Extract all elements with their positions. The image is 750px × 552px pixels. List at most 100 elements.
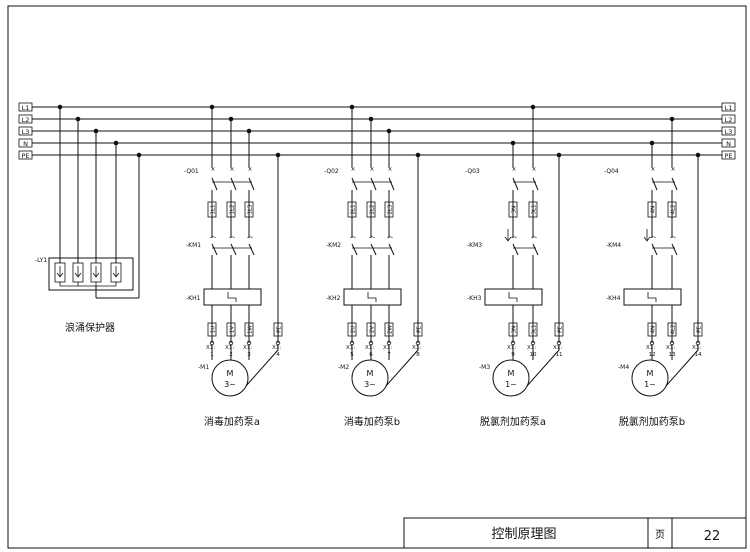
bus-label-right-l3: L3 [725, 128, 733, 136]
conductor-label-box [508, 201, 518, 218]
bus-label-box [18, 126, 33, 136]
motor-icon [492, 359, 530, 397]
title-block [403, 517, 747, 549]
circuit-b: ×2L1⌒2UX1:5×2L2⌒2VX1:6×2L3⌒2WX1:7PEX1:8-… [324, 104, 423, 428]
thermal-relay-box [343, 288, 402, 306]
terminal-number: 4 [276, 352, 280, 358]
breaker-tag: -Q01 [184, 168, 199, 175]
contactor-arc: ⌒ [350, 237, 356, 244]
terminal-point [669, 340, 675, 346]
terminal-prefix: X1: [527, 345, 536, 351]
surge-arrow-icon [92, 266, 100, 278]
terminal-label-box [528, 322, 538, 337]
terminal-prefix: X1: [272, 345, 281, 351]
contactor-arc: ⌒ [650, 237, 656, 244]
bus-label-right-pe: PE [724, 152, 732, 160]
breaker-contact [671, 177, 678, 191]
surge-arrow-icon [112, 266, 120, 278]
terminal-point [349, 340, 355, 346]
terminal-label-box [667, 322, 677, 337]
terminal-label: 4N [651, 326, 657, 334]
breaker-tag: -Q04 [604, 168, 619, 175]
conductor-label: 2L2 [370, 204, 376, 214]
conductor-label: 1L2 [230, 204, 236, 214]
relay-tag: -KH1 [186, 295, 201, 302]
bus-l3: L3 L3 [18, 126, 736, 136]
breaker-trip-mark: × [670, 166, 675, 173]
breaker-trip-mark: × [247, 166, 252, 173]
terminal-prefix: X1: [507, 345, 516, 351]
contactor-tag: -KM4 [606, 242, 621, 249]
surge-arrow-icon [74, 266, 82, 278]
contactor-arc: ⌒ [387, 237, 393, 244]
motor-phase: 3~ [224, 380, 236, 389]
surge-protector-housing [48, 257, 134, 291]
terminal-label: 2V [370, 326, 376, 333]
contactor-contact [671, 243, 678, 256]
terminal-label-box [508, 322, 518, 337]
conductor-label-box [384, 201, 394, 218]
bus-label-box [721, 102, 736, 112]
terminal-label: 3L1 [532, 324, 538, 334]
frame-and-title-block: 控制原理图 页 22 [7, 5, 747, 549]
breaker-tag: -Q02 [324, 168, 339, 175]
conductor-label-box [347, 201, 357, 218]
terminal-label-box [693, 322, 703, 337]
terminal-label: 2W [388, 324, 394, 333]
conductor-label: 1L3 [248, 204, 254, 215]
breaker-contact [388, 177, 395, 191]
motor-earth-lead [385, 345, 419, 387]
thermal-element-icon [227, 292, 237, 302]
bus-label-box [18, 138, 33, 148]
breaker-contact [230, 177, 237, 191]
bus-label-left-l3: L3 [22, 128, 30, 136]
contactor-arc: ⌒ [210, 237, 216, 244]
motor-letter: M [647, 369, 654, 378]
motor-letter: M [227, 369, 234, 378]
title-block-page-number: 22 [704, 529, 721, 544]
thermal-element-icon [508, 292, 518, 302]
terminal-point [228, 340, 234, 346]
motor-icon [351, 359, 389, 397]
motor-icon [211, 359, 249, 397]
contactor-contact [532, 243, 539, 256]
bus-label-box [18, 102, 33, 112]
breaker-trip-mark: × [229, 166, 234, 173]
bus-label-right-l1: L1 [725, 104, 733, 112]
breaker-trip-mark: × [210, 166, 215, 173]
terminal-label-box [273, 322, 283, 337]
contactor-arc: ⌒ [531, 237, 537, 244]
thermal-relay-box [203, 288, 262, 306]
terminal-point [368, 340, 374, 346]
terminal-prefix: X1: [346, 345, 355, 351]
terminal-label-box [244, 322, 254, 337]
motor-tag: -M3 [479, 364, 490, 371]
bus-label-box [721, 138, 736, 148]
breaker-contact [248, 177, 255, 191]
terminal-label: 1W [248, 324, 254, 333]
circuit-label: 脱氯剂加药泵b [619, 415, 685, 428]
terminal-point [275, 340, 281, 346]
contactor-arc: ⌒ [229, 237, 235, 244]
contactor-contact [248, 243, 255, 256]
breaker-contact [351, 177, 358, 191]
bus-label-box [721, 126, 736, 136]
breaker-contact [211, 177, 218, 191]
contactor-contact [512, 243, 519, 256]
circuit-label: 消毒加药泵b [344, 415, 400, 428]
contactor-tag: -KM2 [326, 242, 341, 249]
motor-earth-lead [526, 345, 560, 387]
terminal-label: PE [697, 326, 703, 333]
terminal-label-box [413, 322, 423, 337]
bus-label-box [721, 114, 736, 124]
conductor-label: 4L2 [671, 204, 677, 214]
title-block-title: 控制原理图 [491, 527, 556, 542]
terminal-label: 4L2 [671, 324, 677, 334]
terminal-label-box [207, 322, 217, 337]
